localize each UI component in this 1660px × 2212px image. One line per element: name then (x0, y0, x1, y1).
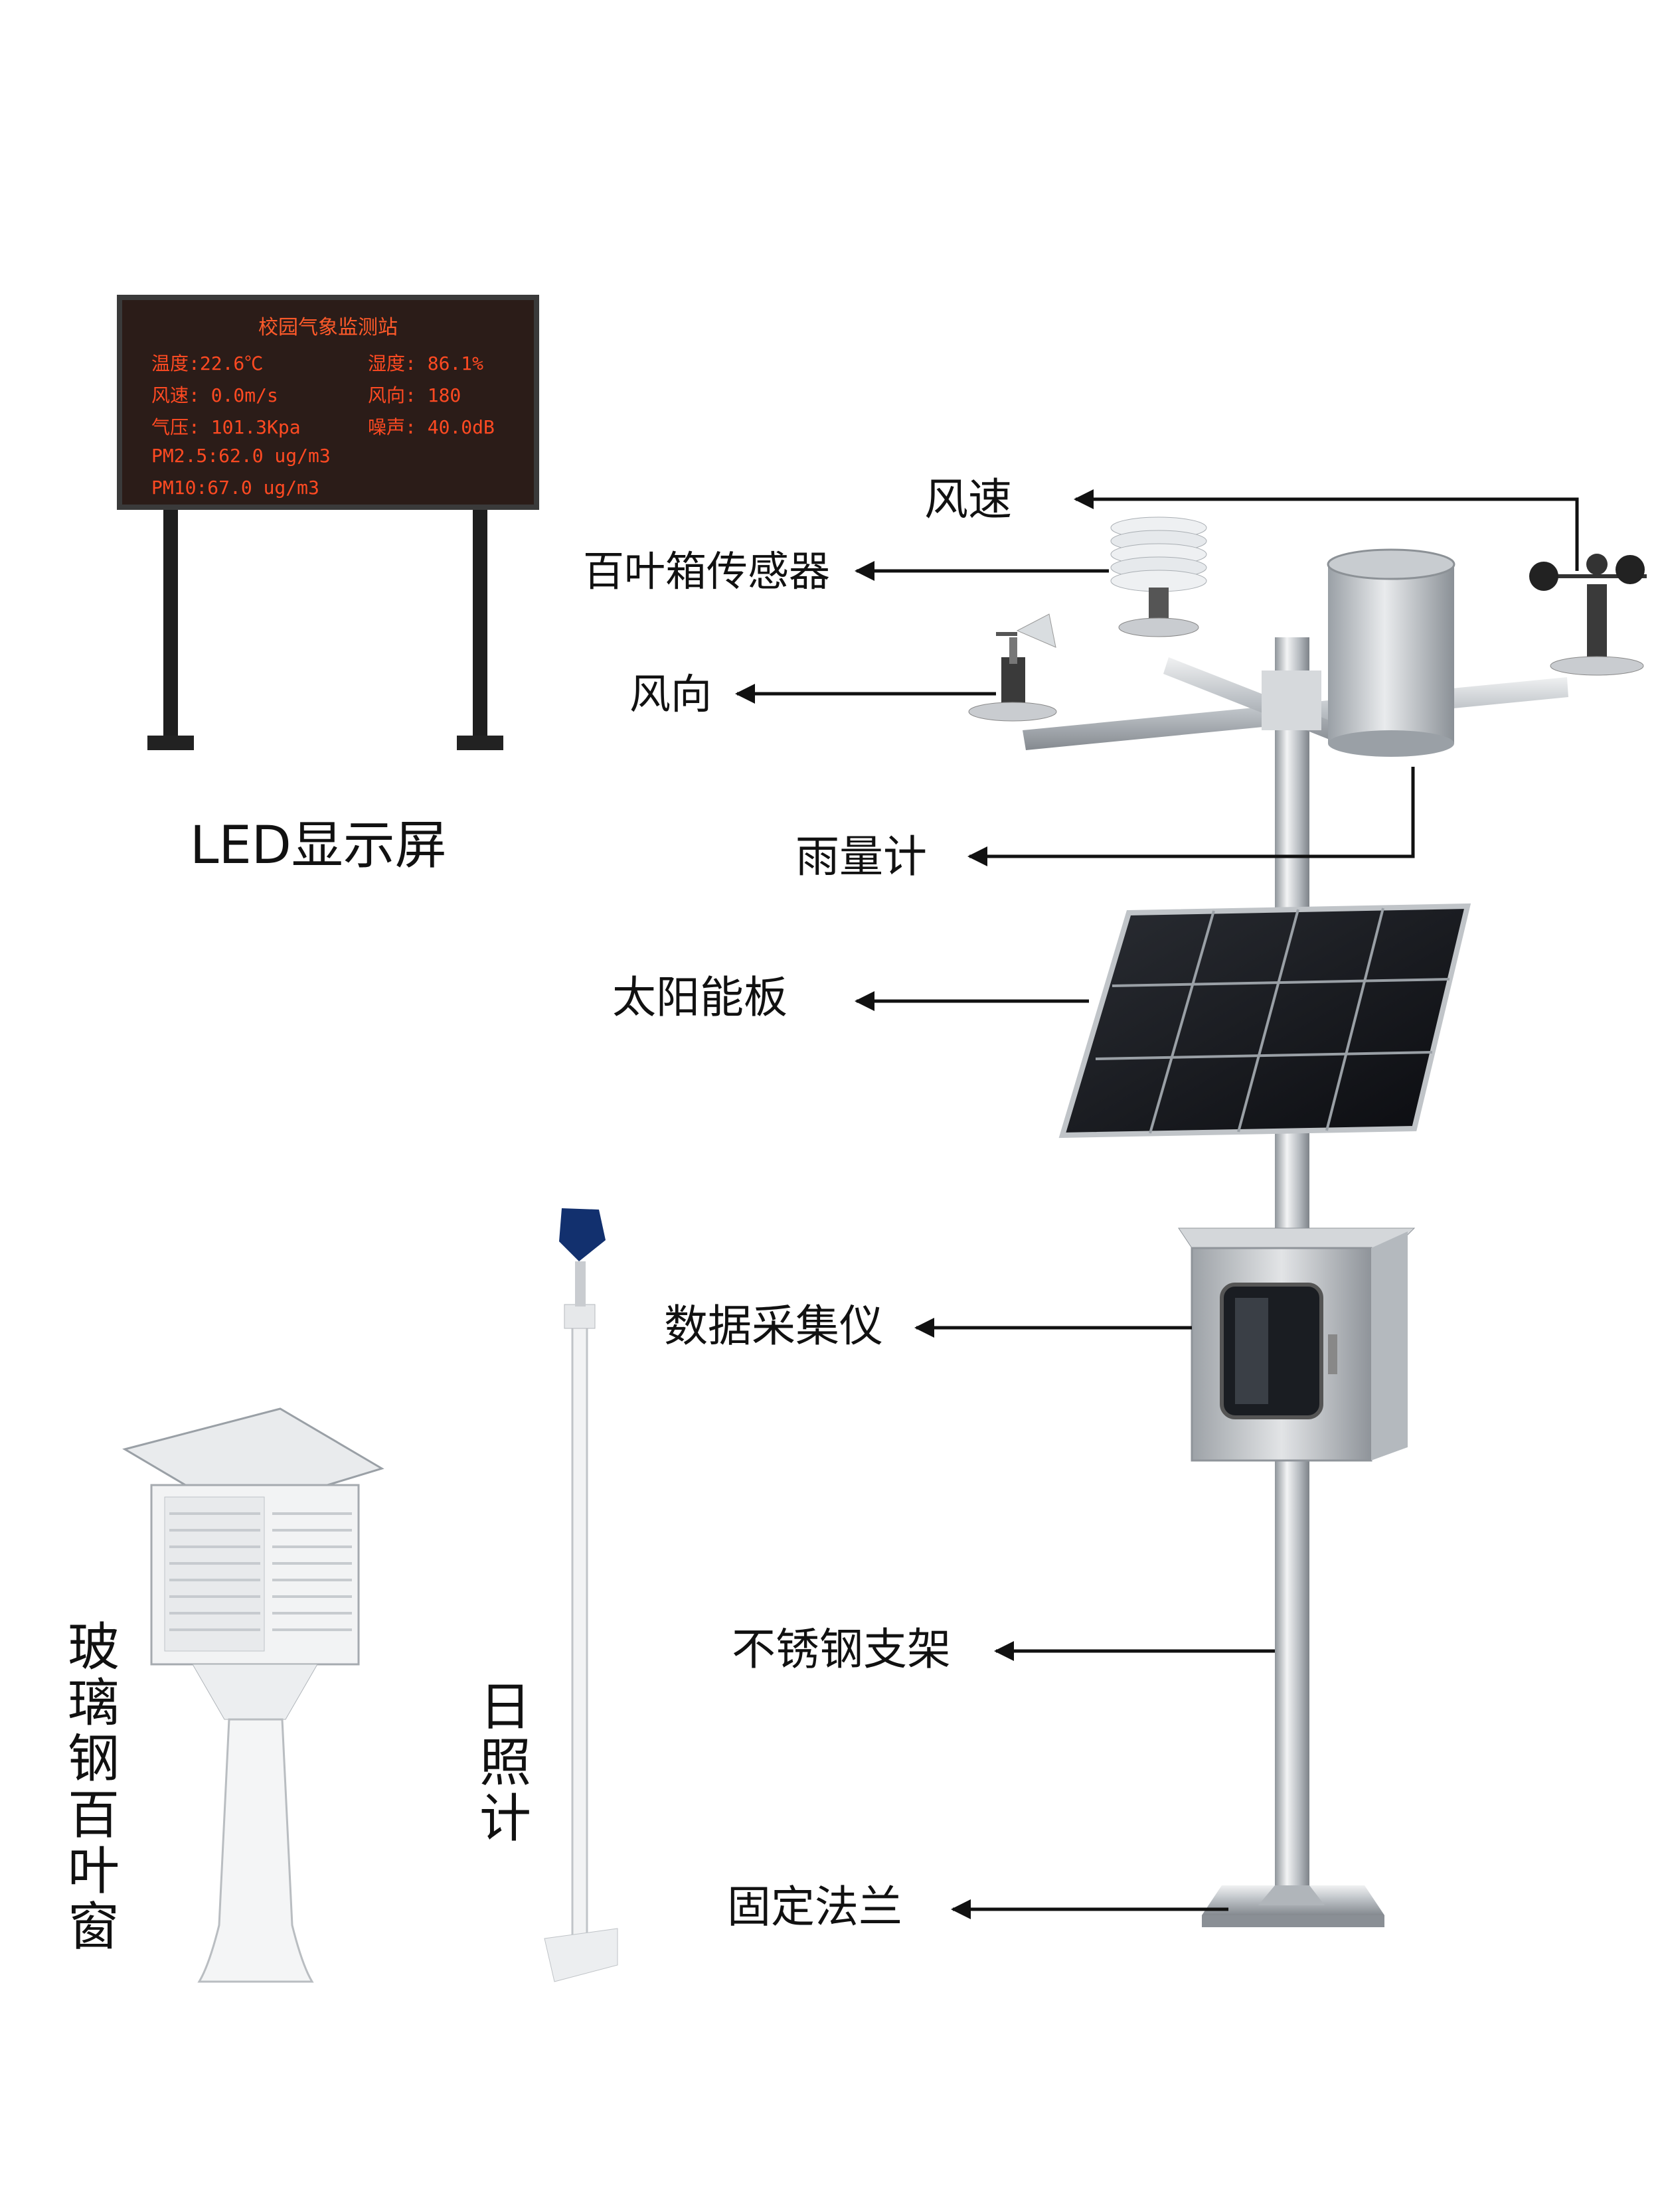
label-stainless-bracket: 不锈钢支架 (732, 1624, 951, 1675)
led-title: 校园气象监测站 (258, 316, 398, 339)
label-solar-panel: 太阳能板 (612, 972, 788, 1023)
label-led-screen: LED显示屏 (190, 816, 447, 876)
led-row-wind-direction: 风向: 180 (368, 384, 461, 406)
sunshine-meter (544, 1208, 618, 1982)
louver-sensor (1110, 516, 1207, 637)
led-display-stand (147, 510, 503, 750)
led-display-board: 校园气象监测站 温度:22.6℃ 湿度: 86.1% 风速: 0.0m/s 风向… (117, 295, 539, 510)
callout-lines (735, 489, 1579, 1919)
label-data-collector: 数据采集仪 (664, 1301, 883, 1352)
label-sunshine-meter: 日照计 (479, 1678, 531, 1850)
rain-gauge (1327, 548, 1455, 757)
led-row-temperature: 温度:22.6℃ (151, 353, 264, 374)
label-wind-speed: 风速 (924, 474, 1012, 525)
solar-panel (1058, 903, 1471, 1139)
label-rain-gauge: 雨量计 (795, 831, 927, 882)
led-row-pressure: 气压: 101.3Kpa (151, 416, 301, 438)
led-row-humidity: 湿度: 86.1% (368, 353, 484, 374)
led-row-pm25: PM2.5:62.0 ug/m3 (151, 445, 331, 467)
wind-vane (968, 613, 1057, 722)
led-row-wind-speed: 风速: 0.0m/s (151, 384, 278, 406)
frp-louver-box (122, 1407, 384, 1983)
label-frp-louver-box: 玻璃钢百叶窗 (67, 1618, 120, 1958)
led-row-pm10: PM10:67.0 ug/m3 (151, 477, 319, 499)
label-louver-sensor: 百叶箱传感器 (583, 547, 831, 595)
led-row-noise: 噪声: 40.0dB (368, 416, 495, 438)
label-fixed-flange: 固定法兰 (727, 1881, 902, 1933)
data-collector-box (1178, 1227, 1416, 1462)
label-wind-direction: 风向 (629, 670, 712, 718)
anemometer (1529, 554, 1647, 676)
